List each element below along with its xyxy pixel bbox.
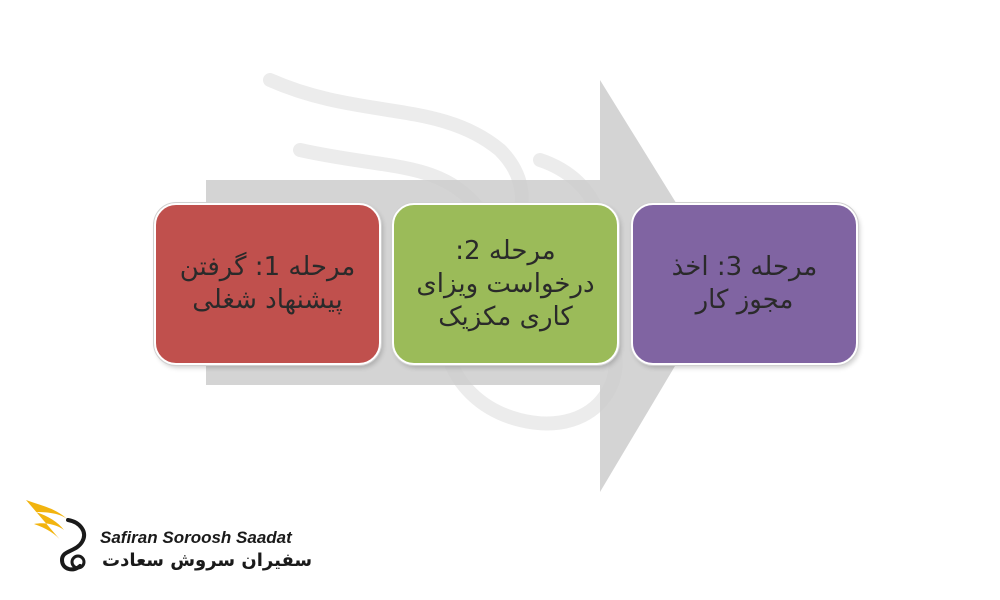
step-2-box: مرحله 2: درخواست ویزای کاری مکزیک — [392, 203, 619, 365]
step-3-box: مرحله 3: اخذ مجوز کار — [631, 203, 858, 365]
step-1-box: مرحله 1: گرفتن پیشنهاد شغلی — [154, 203, 381, 365]
logo-name-persian: سفیران سروش سعادت — [102, 550, 313, 571]
step-2-label: مرحله 2: درخواست ویزای کاری مکزیک — [416, 235, 595, 332]
swan-logo-icon — [26, 500, 87, 572]
step-3-label: مرحله 3: اخذ مجوز کار — [671, 252, 818, 315]
logo-name-english: Safiran Soroosh Saadat — [100, 528, 292, 547]
company-logo: Safiran Soroosh Saadat سفیران سروش سعادت — [22, 492, 312, 582]
step-1-label: مرحله 1: گرفتن پیشنهاد شغلی — [179, 252, 356, 315]
